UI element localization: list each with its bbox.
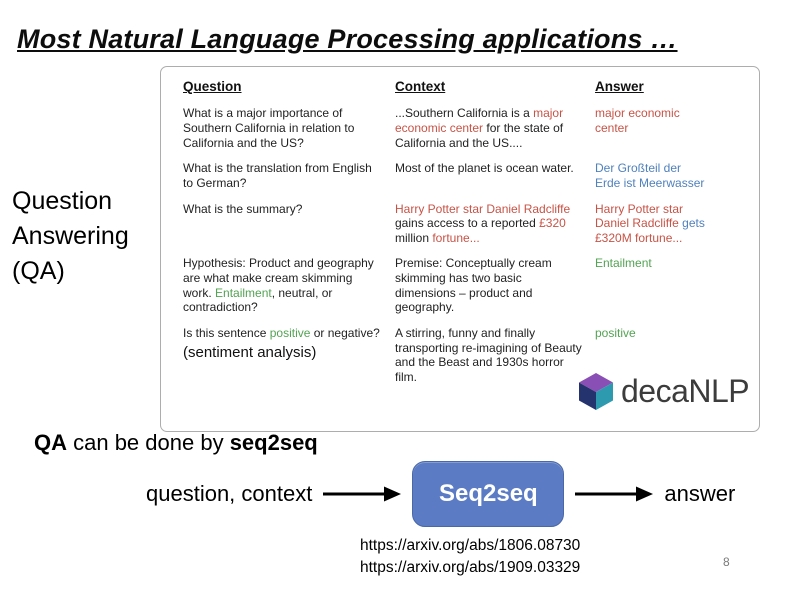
text-segment: major economic center (395, 106, 564, 136)
topic-label-line: (QA) (12, 257, 65, 285)
decanlp-cube-icon (579, 373, 613, 410)
text-segment: A stirring, funny and finally transporti… (395, 325, 582, 384)
arxiv-links: https://arxiv.org/abs/1806.08730 https:/… (360, 535, 580, 579)
text-segment: Der Großteil der Erde ist Meerwasser (595, 161, 705, 190)
caption-seq2seq: seq2seq (229, 430, 318, 455)
slide-title: Most Natural Language Processing applica… (17, 24, 678, 55)
answer-cell: major economic center (595, 106, 707, 150)
arxiv-link-1[interactable]: https://arxiv.org/abs/1806.08730 (360, 537, 581, 554)
question-cell: What is a major importance of Southern C… (183, 106, 383, 150)
text-segment: fortune... (432, 230, 480, 245)
topic-label: Question Answering (QA) (12, 184, 129, 289)
seq2seq-caption: QA can be done by seq2seq (34, 430, 318, 456)
text-segment: Entailment (595, 256, 652, 271)
column-header-question: Question (183, 79, 242, 94)
text-segment: Hypothesis: Product and geography are wh… (183, 256, 374, 300)
seq2seq-diagram: question, context Seq2seq answer (146, 461, 735, 527)
flow-input-label: question, context (146, 481, 313, 506)
arrow-right-icon (575, 486, 654, 502)
text-segment: £320M fortune... (595, 230, 683, 245)
text-segment: What is a major importance of Southern C… (183, 106, 355, 150)
flow-output-label: answer (664, 481, 736, 506)
text-segment: , neutral, or contradiction? (183, 285, 333, 315)
text-segment: positive (595, 325, 636, 340)
arrow-right-icon (323, 486, 402, 502)
text-segment: major economic center (595, 106, 680, 136)
context-cell: A stirring, funny and finally transporti… (395, 326, 583, 385)
caption-qa: QA (34, 430, 67, 455)
decanlp-logo-text: decaNLP (621, 372, 750, 409)
question-cell: Is this sentence positive or negative? (… (183, 326, 383, 385)
text-segment: What is the translation from English to … (183, 161, 372, 190)
qa-examples-table: Question Context Answer What is a major … (183, 79, 745, 384)
caption-mid: can be done by (67, 430, 230, 455)
text-segment: gains access to a reported (395, 216, 540, 231)
answer-cell: positive (595, 326, 707, 385)
question-cell: Hypothesis: Product and geography are wh… (183, 256, 383, 315)
text-segment: ...Southern California is a (395, 106, 534, 121)
topic-label-line: Question (12, 187, 113, 215)
question-cell: What is the translation from English to … (183, 161, 383, 190)
column-header-answer: Answer (595, 79, 644, 94)
arxiv-link-2[interactable]: https://arxiv.org/abs/1909.03329 (360, 559, 581, 576)
text-segment: Premise: Conceptually cream skimming has… (395, 256, 552, 315)
text-segment: £320 (539, 216, 566, 231)
sentiment-analysis-annotation: (sentiment analysis) (183, 343, 317, 361)
answer-cell: Harry Potter star Daniel Radcliffe gets … (595, 202, 707, 246)
text-segment: for the state of California and the US..… (395, 121, 564, 150)
text-segment: or negative? (310, 325, 380, 340)
text-segment: Harry Potter star Daniel Radcliffe (595, 201, 684, 231)
context-cell: Most of the planet is ocean water. (395, 161, 583, 190)
context-cell: ...Southern California is a major econom… (395, 106, 583, 150)
topic-label-line: Answering (12, 222, 129, 250)
text-segment: Is this sentence (183, 325, 270, 340)
text-segment: Entailment (215, 285, 272, 300)
column-header-context: Context (395, 79, 446, 94)
text-segment: Harry Potter star Daniel Radcliffe (395, 201, 571, 216)
decanlp-logo: decaNLP (574, 370, 752, 412)
seq2seq-box: Seq2seq (412, 461, 565, 527)
text-segment: positive (269, 325, 311, 340)
seq2seq-box-label: Seq2seq (438, 480, 538, 507)
text-segment: million (395, 230, 433, 245)
text-segment: Most of the planet is ocean water. (395, 161, 574, 176)
context-cell: Harry Potter star Daniel Radcliffe gains… (395, 202, 583, 246)
page-number: 8 (723, 555, 730, 569)
text-segment: gets (682, 216, 705, 231)
answer-cell: Entailment (595, 256, 707, 315)
text-segment: What is the summary? (183, 201, 303, 216)
question-cell: What is the summary? (183, 202, 383, 246)
qa-examples-figure: Question Context Answer What is a major … (160, 66, 760, 432)
answer-cell: Der Großteil der Erde ist Meerwasser (595, 161, 707, 190)
context-cell: Premise: Conceptually cream skimming has… (395, 256, 583, 315)
